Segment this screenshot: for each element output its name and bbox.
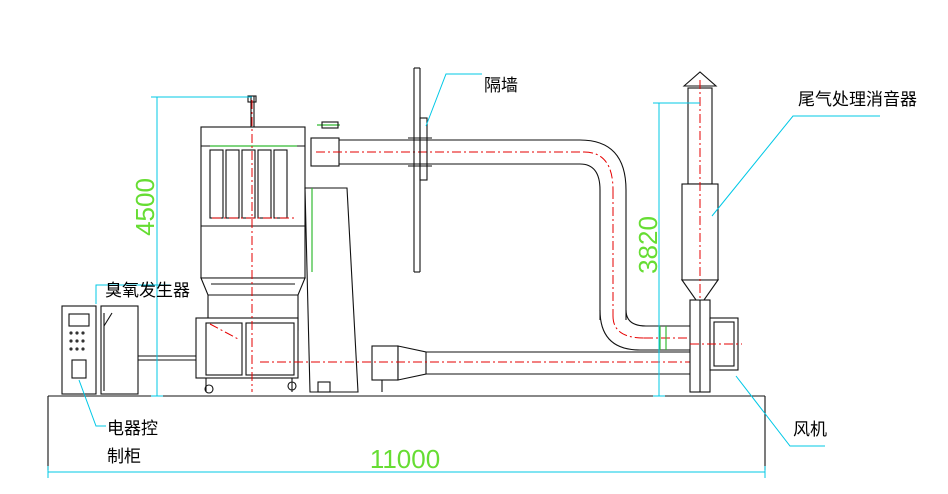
base-platform: [47, 395, 766, 470]
exhaust-silencer: [680, 71, 720, 301]
dimension-overall-length: [47, 466, 766, 478]
ozone-generator-label: 臭氧发生器: [105, 281, 190, 301]
exhaust-duct-upper: [310, 121, 700, 351]
dryer-height-dimension: 4500: [130, 178, 160, 236]
fan-label: 风机: [793, 420, 827, 440]
control-cabinet: [61, 305, 97, 395]
dimension-dryer-height: [151, 96, 252, 397]
dryer-tower: [195, 95, 359, 394]
leader-lines: [78, 73, 880, 447]
partition-wall-label: 隔墙: [484, 76, 518, 96]
overall-length-dimension: 11000: [370, 444, 440, 474]
silencer-height-dimension: 3820: [633, 216, 663, 274]
partition-wall: [408, 67, 432, 273]
return-duct-lower: [260, 345, 700, 392]
dimension-silencer-height: [653, 102, 700, 397]
control-cabinet-label-line2: 制柜: [107, 447, 141, 467]
ozone-generator: [100, 305, 196, 395]
control-cabinet-label-line1: 电器控: [107, 419, 158, 439]
exhaust-silencer-label: 尾气处理消音器: [798, 90, 917, 110]
fan: [689, 299, 742, 393]
